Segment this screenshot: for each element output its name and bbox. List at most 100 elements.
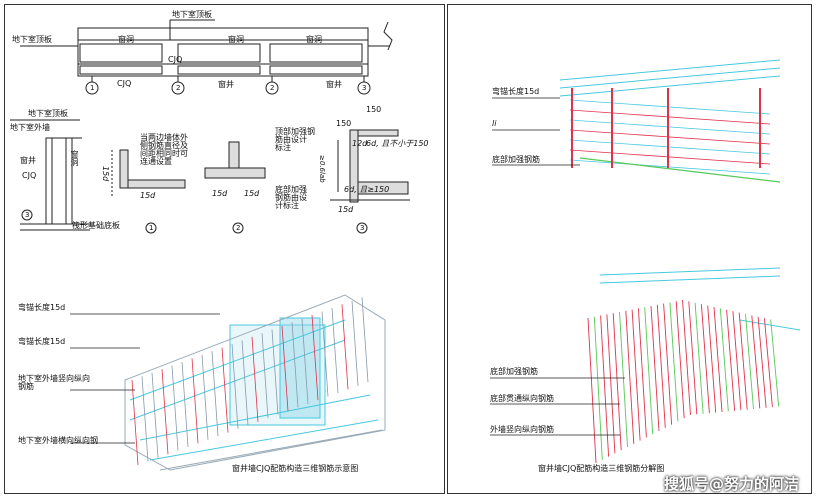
detail2-circle: 2: [236, 224, 241, 232]
detail3-dim-150a: 150: [366, 105, 382, 114]
rt-horizontal-bar: [569, 149, 771, 165]
detail1-note-line-2: 侧钢筋直径及: [140, 141, 188, 150]
rt-li-label: li: [492, 119, 497, 128]
detail3-bottom-note-line-3: 计标注: [275, 201, 299, 210]
plan-marker-2a: 2: [176, 84, 181, 92]
right-top-rebar: [569, 88, 781, 183]
left-iso-bar: [361, 297, 369, 383]
rb-vertical-bar: [738, 312, 748, 410]
rb-vertical-bar: [719, 308, 729, 412]
left-iso-bar: [331, 307, 339, 394]
left-iso-bar: [311, 315, 319, 401]
iso-horiz-label: 地下室外墙横向纵向钢: [18, 436, 98, 445]
plan-window-hole-3: 窗洞: [306, 35, 322, 44]
detail3-top-note-line-3: 标注: [275, 143, 291, 152]
left-iso-bar: [191, 358, 199, 444]
rb-vertical-bar: [770, 319, 780, 407]
plan-cjq-bottom: CJQ: [117, 79, 132, 88]
plan-window-hole-1: 窗洞: [118, 35, 134, 44]
right-caption: 窗井墙CJQ配筋构造三维钢筋分解图: [538, 464, 665, 473]
rb-vertical-bar: [694, 302, 704, 414]
left-iso-bar: [261, 333, 269, 419]
left-iso-bar: [271, 329, 279, 415]
rb-vertical-bar: [713, 306, 723, 413]
right-bottom-rebar: [587, 299, 780, 464]
detail1-dim-b: 15d: [140, 191, 156, 200]
rt-horizontal-bar: [569, 159, 771, 175]
rb-vertical-bar: [682, 299, 691, 416]
rt-horizontal-bar: [569, 139, 771, 155]
rb-vertical-bar: [745, 313, 754, 410]
section-marker: 3: [25, 211, 30, 219]
detail3-dim-150b: 150: [336, 119, 352, 128]
left-iso-bar: [171, 365, 179, 451]
detail3-circle: 3: [360, 224, 365, 232]
left-iso-bar: [161, 369, 169, 455]
right-bottom-iso: [599, 267, 801, 331]
rt-horizontal-bar: [569, 119, 771, 135]
left-iso-bar: [281, 325, 289, 412]
detail1-note: 当两边墙体外 侧钢筋直径及 间距相同时可 连通设置: [140, 134, 188, 166]
rb-vertical-bar: [732, 311, 742, 411]
rb-vertical-bar: [631, 309, 641, 441]
iso-vert-label-line-1: 地下室外墙竖向纵向: [18, 374, 90, 383]
rb-vertical-bar: [612, 313, 622, 451]
detail-2: [204, 141, 266, 234]
plan-roof-left-label: 地下室顶板: [12, 35, 52, 44]
iso-bend-label-b: 弯锚长度15d: [18, 337, 66, 346]
iso-vert-label: 地下室外墙竖向纵向 钢筋: [18, 375, 90, 391]
left-iso-bar: [291, 322, 299, 408]
plan-marker-2b: 2: [270, 84, 275, 92]
rb-vertical-bar: [606, 314, 616, 454]
rt-bottom-rebar-label: 底部加强钢筋: [492, 155, 540, 164]
left-iso-bar: [181, 361, 189, 448]
section-view: [10, 119, 90, 231]
leader-lines: [70, 97, 625, 444]
detail2-dim-b: 15d: [244, 189, 260, 198]
rb-vertical-bar: [726, 309, 736, 411]
rb-vertical-bar: [688, 301, 698, 415]
detail-3: [330, 129, 410, 234]
detail3-dim-12d: 12d: [352, 139, 368, 148]
watermark: 搜狐号@努力的阿洁: [663, 475, 799, 493]
rb-vertical-bar: [707, 305, 717, 413]
section-hole-label: 窗洞: [70, 150, 79, 166]
rb-vertical-bar: [675, 301, 685, 419]
detail3-dim-6d-bot: 6d, 且≥150: [344, 185, 390, 194]
rt-horizontal-bar: [569, 129, 771, 145]
left-iso-bar: [341, 304, 349, 390]
rb-vertical-bar: [625, 310, 635, 444]
rb-vertical-bar: [663, 303, 673, 425]
iso-vert-label-line-2: 钢筋: [18, 382, 34, 391]
detail3-dim-6d-top: 6d, 且不小于150: [366, 139, 429, 148]
left-iso-bar: [301, 318, 309, 404]
rb-vertical-bar: [669, 302, 679, 422]
detail1-dim-a: 15d: [101, 166, 110, 182]
detail3-dim-06: ≥0.6lab: [318, 155, 326, 183]
right-top-iso: [559, 59, 781, 97]
section-well-label: 窗井: [20, 156, 36, 165]
detail3-bottom-note: 底部加强 钢筋由设 计标注: [275, 186, 307, 210]
rb-vertical-bar: [587, 317, 597, 464]
rb-bottom-rebar-label: 底部加强钢筋: [490, 367, 538, 376]
detail-1: [111, 149, 186, 234]
rb-vert-rebar-label: 外墙竖向纵向钢筋: [490, 425, 554, 434]
plan-marker-1: 1: [90, 84, 95, 92]
left-iso-bar: [211, 351, 219, 437]
left-iso-bar: [141, 376, 149, 462]
detail3-bottom-note-line-1: 底部加强: [275, 185, 307, 194]
right-panel: [447, 4, 812, 494]
section-raft-label: 筏形基础底板: [72, 221, 120, 230]
rb-vertical-bar: [593, 316, 603, 460]
left-iso-vertical-bars: [131, 297, 369, 466]
plan-window-well-2: 窗井: [326, 80, 342, 89]
left-iso-bar: [231, 343, 239, 430]
left-iso-bar: [241, 340, 249, 426]
rb-vertical-bar: [619, 311, 628, 448]
rb-vertical-bar: [656, 304, 666, 428]
detail1-note-line-3: 间距相同时可: [140, 149, 188, 158]
rb-vertical-bar: [637, 308, 647, 438]
detail1-circle: 1: [149, 224, 154, 232]
left-iso-bar: [221, 347, 229, 433]
rb-vertical-bar: [763, 318, 773, 408]
